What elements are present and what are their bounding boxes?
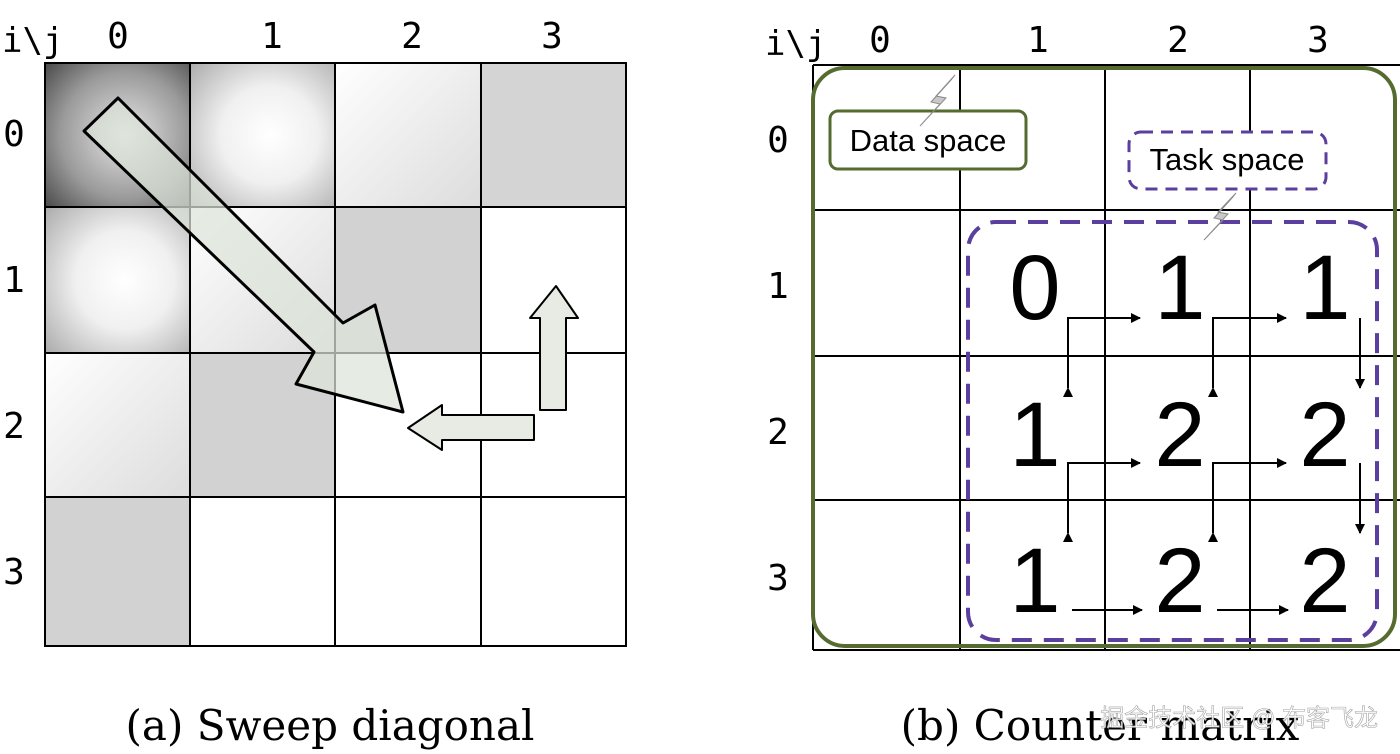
col-header-b-3: 3 xyxy=(1307,20,1329,61)
col-header-b-1: 1 xyxy=(1027,20,1049,61)
left-arrow xyxy=(407,404,535,451)
cell-a-1-0 xyxy=(45,207,190,353)
counter-value-3-1: 1 xyxy=(1009,530,1060,632)
cell-a-0-1 xyxy=(190,63,335,207)
dep-arrow-r1c1 xyxy=(1063,313,1141,397)
caption-b: (b) Counter matrix xyxy=(901,701,1300,750)
panel-b-counter-matrix: Data space Task space 0 1 1 1 2 2 1 2 2 xyxy=(765,20,1400,750)
task-space-region xyxy=(966,220,1379,642)
row-header-b-2: 2 xyxy=(767,412,789,453)
dep-arrow-r1c2 xyxy=(1208,313,1287,397)
counter-value-2-3: 2 xyxy=(1299,384,1350,486)
cell-a-0-3 xyxy=(481,63,626,207)
dep-arrow-r2c2 xyxy=(1208,458,1287,542)
up-arrow xyxy=(529,285,579,411)
corner-label-b: i\j xyxy=(765,24,826,64)
task-space-label: Task space xyxy=(1149,142,1304,177)
caption-a: (a) Sweep diagonal xyxy=(126,701,535,750)
row-header-b-3: 3 xyxy=(767,558,789,599)
col-header-a-2: 2 xyxy=(401,16,423,57)
task-space-label-box xyxy=(1127,130,1328,191)
counter-value-1-3: 1 xyxy=(1299,237,1350,339)
counter-value-3-2: 2 xyxy=(1154,530,1205,632)
counter-value-2-2: 2 xyxy=(1154,384,1205,486)
counter-value-3-3: 2 xyxy=(1299,530,1350,632)
data-space-label: Data space xyxy=(850,123,1007,158)
dependency-arrows xyxy=(1063,313,1365,615)
row-header-a-1: 1 xyxy=(3,260,25,301)
watermark: 掘金技术社区 @ 布客飞龙 xyxy=(1100,705,1378,732)
data-space-region xyxy=(811,66,1397,648)
col-header-b-0: 0 xyxy=(869,20,891,61)
row-header-b-0: 0 xyxy=(767,120,789,161)
row-header-a-2: 2 xyxy=(3,406,25,447)
lightning-icon-data-space xyxy=(919,74,956,127)
col-header-a-3: 3 xyxy=(541,16,563,57)
lightning-icon-task-space xyxy=(1203,192,1237,241)
data-space-label-box xyxy=(828,109,1028,171)
row-header-a-0: 0 xyxy=(3,114,25,155)
col-header-a-0: 0 xyxy=(107,16,129,57)
sweep-diagonal-arrow xyxy=(82,96,405,414)
col-header-a-1: 1 xyxy=(261,16,283,57)
col-header-b-2: 2 xyxy=(1167,20,1189,61)
panel-a-sweep-diagonal: i\j 0 1 2 3 0 1 2 3 (a) Sweep diagonal xyxy=(2,16,627,750)
counter-value-2-1: 1 xyxy=(1009,384,1060,486)
dep-arrow-r2c1 xyxy=(1063,458,1141,542)
row-header-b-1: 1 xyxy=(767,266,789,307)
counter-value-1-2: 1 xyxy=(1154,237,1205,339)
counter-value-1-1: 0 xyxy=(1009,237,1060,339)
corner-label-a: i\j xyxy=(2,21,63,61)
cell-a-3-0 xyxy=(45,497,190,646)
cell-a-2-0 xyxy=(45,353,190,497)
cell-a-0-2 xyxy=(335,63,481,207)
row-header-a-3: 3 xyxy=(3,552,25,593)
